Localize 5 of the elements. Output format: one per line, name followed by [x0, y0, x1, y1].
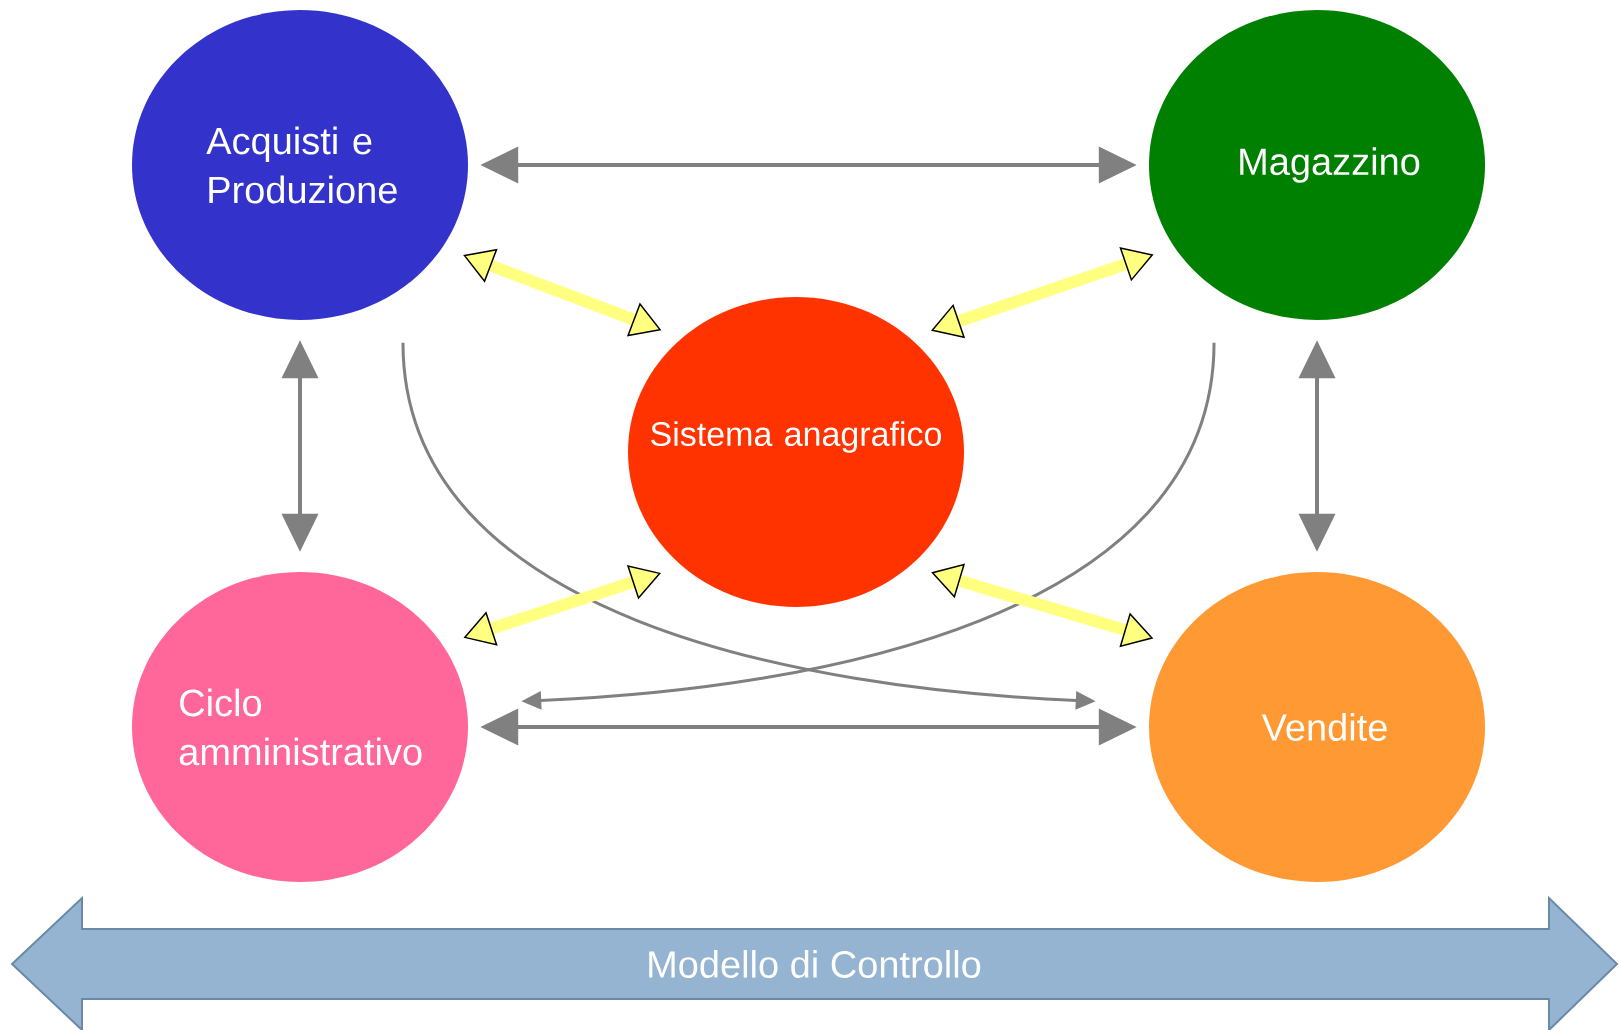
ellipse-node: Magazzino	[1149, 10, 1485, 320]
ellipse-node: Vendite	[1149, 572, 1485, 882]
ellipse-node: Sistema anagrafico	[628, 297, 964, 607]
ellipse-node: Ciclo amministrativo	[132, 572, 468, 882]
ellipse-node: Acquisti e Produzione	[132, 10, 468, 320]
